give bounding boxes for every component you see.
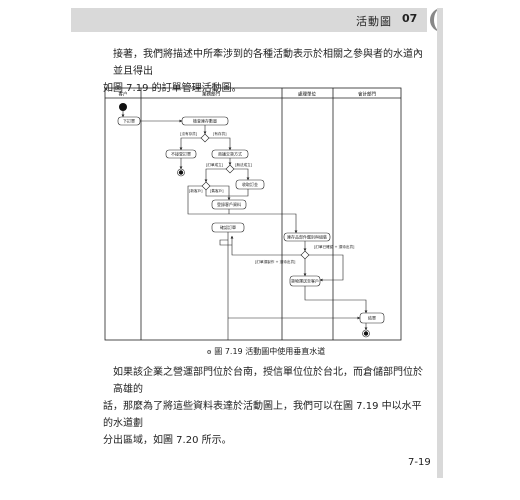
initial-node <box>119 103 127 111</box>
decision-customer-type <box>201 181 211 191</box>
guard-label: [訂單已確認 + 須待出貨] <box>314 244 355 249</box>
guard-label: [沒有存貨] <box>180 131 198 136</box>
control-flows <box>121 111 368 340</box>
body-paragraph: 如果該企業之營運部門位於台南，授信單位位於台北，而倉儲部門位於高雄的 話，那麼為… <box>103 364 423 449</box>
action-confirm-order <box>211 222 245 233</box>
guard-label: [新客戶] <box>189 188 203 193</box>
action-label: 下訂單 <box>123 118 135 124</box>
chapter-number: 07 <box>402 12 418 25</box>
final-node <box>177 168 185 177</box>
guard-label: [舊客戶] <box>210 188 224 193</box>
intro-line-1: 接著，我們將描述中所牽涉到的各種活動表示於相關之參與者的水道內並且得出 <box>113 49 423 77</box>
page-side-strip <box>437 8 443 478</box>
action-label: 貨物運送至客戶 <box>291 278 319 284</box>
intro-paragraph: 接著，我們將描述中所牽涉到的各種活動表示於相關之參與者的水道內並且得出 如圖 7… <box>103 46 423 97</box>
guard-label: [訂單成立] <box>206 162 224 167</box>
decision-nodes <box>200 133 310 260</box>
action-reject-order <box>165 149 197 159</box>
action-label: 檢查庫存數量 <box>193 118 217 124</box>
action-label: 登錄客戶資料 <box>217 201 241 207</box>
action-label: 結單 <box>368 315 376 321</box>
swimlane-frame <box>104 87 402 341</box>
chapter-title: 活動圖 <box>356 15 392 28</box>
action-assemble <box>283 232 331 242</box>
action-label: 商議交貨方式 <box>218 151 242 157</box>
body-line-2: 話，那麼為了將這些資料表達於活動圖上，我們可以在圖 7.19 中以水平的水道劃 <box>103 401 422 429</box>
guard-label: [無法成立] <box>235 162 253 167</box>
figure-number: 圖 7.19 <box>214 347 243 356</box>
body-line-3: 分出區域，如圖 7.20 所示。 <box>103 435 232 446</box>
action-label: 不接受訂單 <box>171 151 191 157</box>
lane-accounting: 會計部門 <box>358 91 376 98</box>
figure-icon: ꙩ <box>207 348 212 356</box>
header-bar <box>71 8 427 32</box>
header-tab-decoration <box>430 8 442 32</box>
action-label: 收取訂金 <box>242 181 258 187</box>
final-node <box>362 329 370 338</box>
action-place-order <box>117 116 141 126</box>
action-collect-deposit <box>235 179 265 190</box>
action-label: 確認訂單 <box>220 224 236 230</box>
guard-label: [有存貨] <box>213 131 227 136</box>
lane-customer: 客户 <box>119 91 128 98</box>
action-label: 庫存品部件鑑別與組裝 <box>287 234 327 240</box>
body-line-1: 如果該企業之營運部門位於台南，授信單位位於台北，而倉儲部門位於高雄的 <box>113 367 423 395</box>
action-check-stock <box>181 116 229 126</box>
figure-title: 活動圖中使用垂直水道 <box>245 347 326 356</box>
guard-label: [訂單須製作 + 須待出貨] <box>255 259 296 264</box>
decision-negotiate <box>225 164 235 174</box>
action-ship-goods <box>289 275 321 287</box>
action-register-customer <box>211 199 247 210</box>
lane-processing: 處理單位 <box>298 91 316 98</box>
intro-line-2: 如圖 7.19 的訂單管理活動圖。 <box>103 83 242 94</box>
decision-stock <box>200 133 210 143</box>
lane-sales: 業務部門 <box>202 91 220 98</box>
page-number: 7-19 <box>408 457 431 468</box>
action-close-order <box>359 312 385 324</box>
action-negotiate-delivery <box>211 149 249 159</box>
decision-order-state <box>300 250 310 260</box>
